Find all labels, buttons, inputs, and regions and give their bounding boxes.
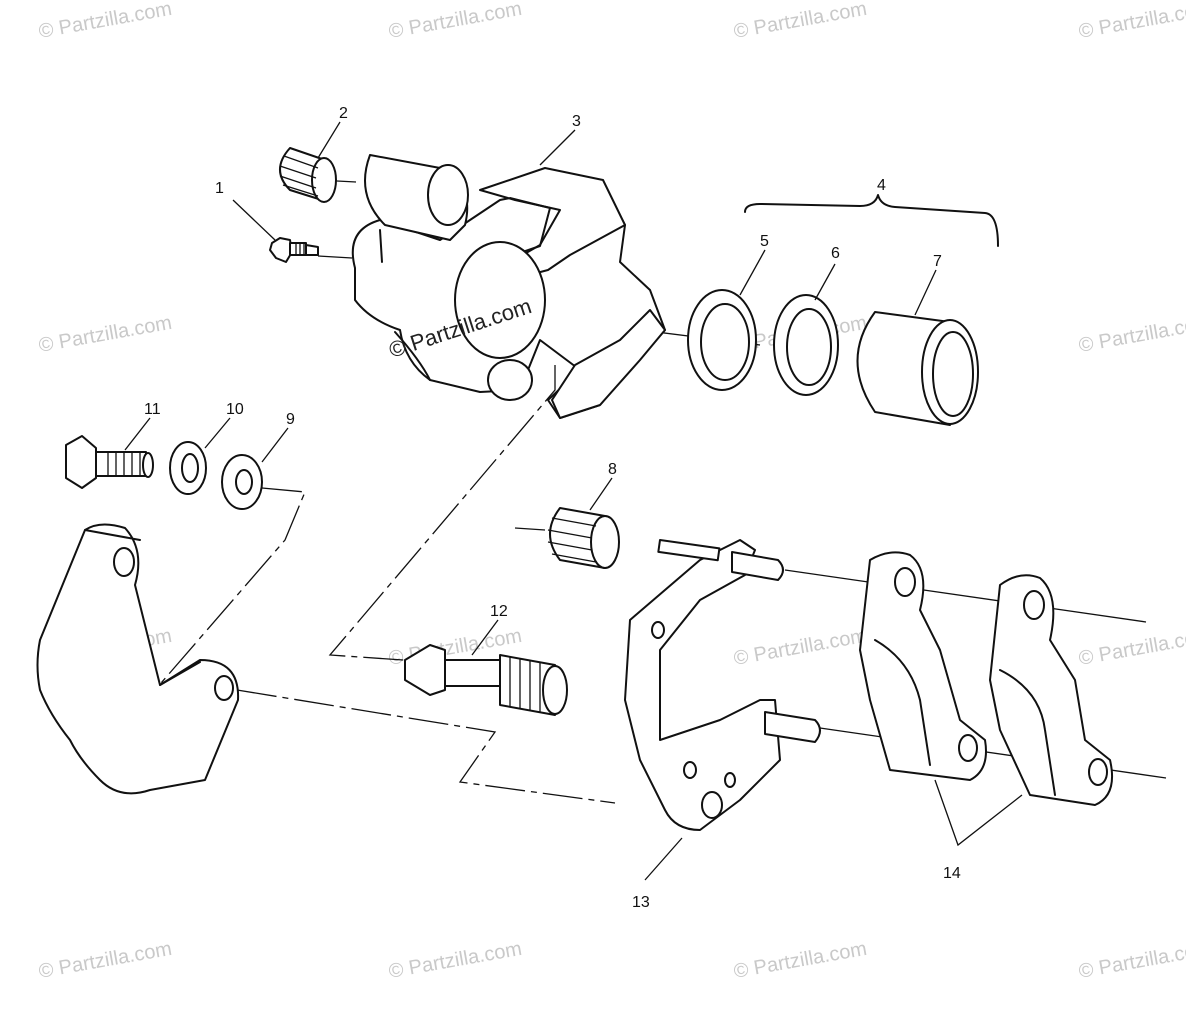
callout-14: 14: [943, 865, 961, 882]
watermark: © Partzilla.com: [1077, 0, 1186, 43]
callout-13: 13: [632, 894, 650, 911]
part-caliper-body: [351, 154, 666, 419]
callout-labels: 1 2 3 4 5 6 7 8 9 10 11 12 13 14: [144, 105, 961, 911]
callout-6: 6: [831, 245, 840, 262]
watermark: © Partzilla.com: [387, 938, 524, 983]
callout-9: 9: [286, 411, 295, 428]
part-slide-pin: [404, 644, 568, 716]
watermark: © Partzilla.com: [732, 938, 869, 983]
callout-8: 8: [608, 461, 617, 478]
part-piston: [856, 311, 979, 426]
callout-12: 12: [490, 603, 508, 620]
watermark-layer: © Partzilla.com © Partzilla.com © Partzi…: [37, 0, 1186, 983]
part-piston-seal: [687, 289, 757, 391]
part-brake-pad: [989, 574, 1114, 806]
part-dust-seal: [773, 294, 839, 396]
callout-7: 7: [933, 253, 942, 270]
watermark: © Partzilla.com: [1077, 625, 1186, 670]
callout-1: 1: [215, 180, 224, 197]
part-pin-plug: [547, 507, 620, 569]
part-lock-washer: [169, 441, 207, 495]
callout-3: 3: [572, 113, 581, 130]
watermark: © Partzilla.com: [732, 625, 869, 670]
leader-lines: [124, 121, 1023, 881]
watermark: © Partzilla.com: [37, 0, 174, 43]
watermark: © Partzilla.com: [37, 938, 174, 983]
part-flat-washer: [221, 454, 263, 510]
part-cap-plug: [279, 147, 337, 203]
part-brake-pad: [859, 551, 987, 781]
part-mounting-bracket: [36, 523, 240, 795]
watermark: © Partzilla.com: [37, 312, 174, 357]
watermark: © Partzilla.com: [1077, 938, 1186, 983]
callout-4: 4: [877, 177, 886, 194]
callout-10: 10: [226, 401, 244, 418]
watermark: © Partzilla.com: [387, 0, 524, 43]
callout-5: 5: [760, 233, 769, 250]
part-mounting-bolt: [65, 435, 154, 489]
watermark: © Partzilla.com: [732, 0, 869, 43]
watermark: © Partzilla.com: [1077, 312, 1186, 357]
callout-2: 2: [339, 105, 348, 122]
group-bracket: [744, 194, 999, 247]
part-caliper-bracket: [624, 539, 821, 831]
callout-11: 11: [144, 401, 161, 418]
part-bleeder-screw: [269, 237, 319, 263]
